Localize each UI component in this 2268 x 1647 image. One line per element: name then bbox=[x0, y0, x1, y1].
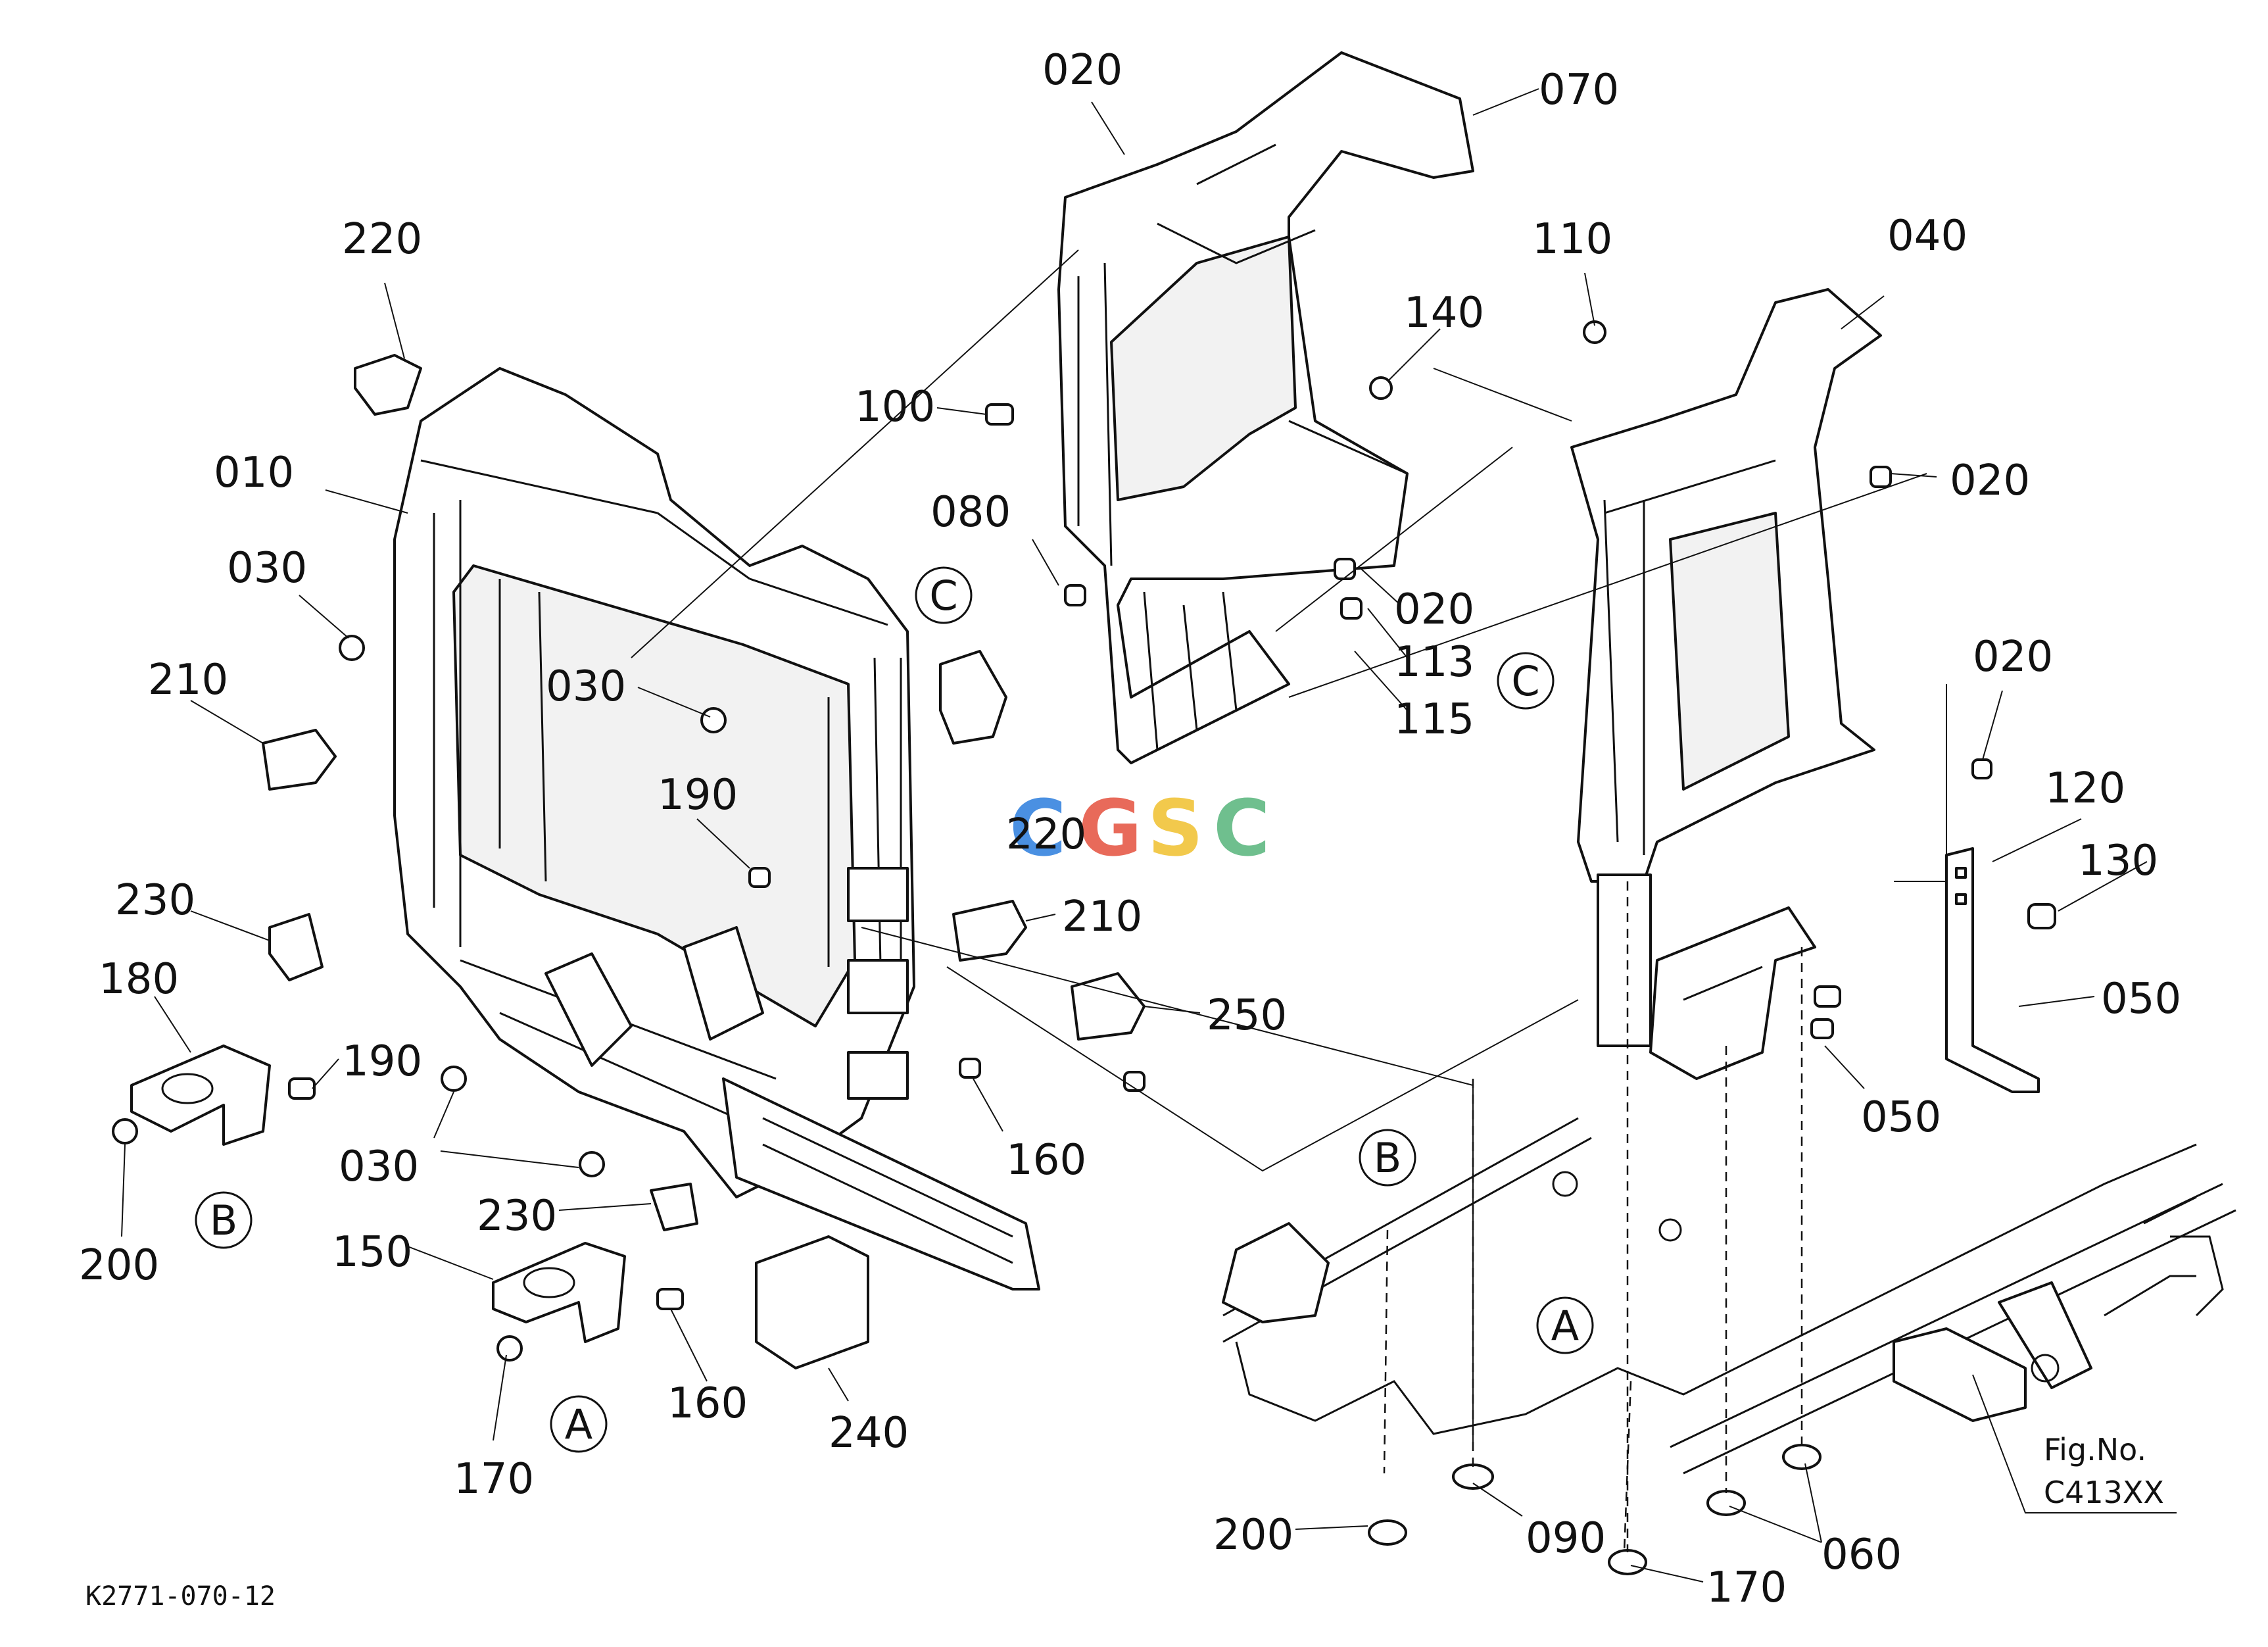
part-070-upper-shroud bbox=[1057, 51, 1474, 764]
part-label-090: 090 bbox=[1526, 1514, 1606, 1563]
part-label-240: 240 bbox=[829, 1409, 909, 1458]
part-labels: 020 070 220 110 040 140 100 010 020 080 … bbox=[79, 46, 2181, 1612]
part-label-220: 220 bbox=[1006, 810, 1086, 859]
part-label-200: 200 bbox=[79, 1241, 159, 1290]
part-label-230: 230 bbox=[477, 1192, 557, 1241]
callout-a-left: A bbox=[550, 1395, 608, 1453]
part-label-210: 210 bbox=[148, 656, 228, 704]
part-label-030: 030 bbox=[339, 1143, 419, 1191]
part-label-170: 170 bbox=[454, 1455, 534, 1504]
part-label-060: 060 bbox=[1822, 1531, 1902, 1579]
callout-c-upper-left: C bbox=[915, 566, 973, 624]
callout-b-letter: B bbox=[210, 1196, 238, 1244]
callout-b-letter: B bbox=[1374, 1134, 1402, 1182]
callout-b-left: B bbox=[195, 1191, 253, 1249]
part-label-130: 130 bbox=[2078, 837, 2158, 885]
callout-c-letter: C bbox=[929, 572, 957, 620]
part-label-120: 120 bbox=[2045, 764, 2125, 813]
watermark-letter: C bbox=[1213, 783, 1270, 873]
part-label-113: 113 bbox=[1394, 638, 1474, 687]
callout-a-letter: A bbox=[1551, 1302, 1579, 1350]
callout-b-frame: B bbox=[1359, 1129, 1416, 1187]
callout-c-right: C bbox=[1497, 652, 1555, 710]
part-label-170: 170 bbox=[1706, 1563, 1787, 1612]
part-label-050: 050 bbox=[2101, 975, 2181, 1023]
part-label-230: 230 bbox=[115, 876, 195, 925]
alignment-lines bbox=[631, 249, 1947, 1553]
figure-number-value: C413XX bbox=[2044, 1475, 2164, 1510]
part-label-020: 020 bbox=[1973, 633, 2053, 681]
part-label-200: 200 bbox=[1213, 1511, 1293, 1560]
chassis-frame bbox=[1222, 1117, 2236, 1475]
part-label-040: 040 bbox=[1887, 212, 1967, 260]
leader-lines bbox=[121, 88, 2148, 1583]
part-040-right-shroud bbox=[1570, 288, 1882, 1047]
part-120-long-bracket bbox=[1945, 847, 2040, 1093]
part-label-190: 190 bbox=[342, 1037, 422, 1086]
figure-number-label: Fig.No. bbox=[2044, 1432, 2146, 1467]
part-label-190: 190 bbox=[658, 771, 738, 820]
part-label-020: 020 bbox=[1042, 46, 1122, 95]
callout-a-frame: A bbox=[1536, 1296, 1594, 1354]
part-label-140: 140 bbox=[1404, 289, 1484, 337]
part-label-010: 010 bbox=[214, 449, 294, 497]
part-label-180: 180 bbox=[99, 955, 179, 1004]
part-label-115: 115 bbox=[1394, 695, 1474, 744]
part-label-250: 250 bbox=[1207, 991, 1287, 1040]
small-parts bbox=[112, 320, 2056, 1575]
watermark-letter: G bbox=[1078, 783, 1142, 873]
watermark-letter: C bbox=[1009, 783, 1067, 873]
part-010-lower-duct bbox=[722, 1077, 1040, 1291]
part-label-020: 020 bbox=[1394, 585, 1474, 634]
figure-number: Fig.No. C413XX bbox=[1972, 1374, 2177, 1513]
part-label-020: 020 bbox=[1950, 456, 2030, 505]
part-label-160: 160 bbox=[1006, 1136, 1086, 1185]
callout-a-letter: A bbox=[565, 1400, 592, 1448]
part-label-080: 080 bbox=[930, 488, 1011, 537]
part-label-030: 030 bbox=[546, 662, 626, 711]
callout-c-letter: C bbox=[1511, 657, 1539, 705]
part-label-070: 070 bbox=[1539, 66, 1619, 114]
drawing-code: K2771-070-12 bbox=[85, 1581, 276, 1611]
part-label-100: 100 bbox=[855, 383, 935, 431]
part-label-050: 050 bbox=[1861, 1093, 1941, 1142]
part-label-160: 160 bbox=[667, 1379, 748, 1428]
part-010-radiator-frame bbox=[393, 367, 915, 1198]
part-side-bracket-box bbox=[1649, 906, 1816, 1080]
watermark-letter: S bbox=[1147, 783, 1203, 873]
part-label-110: 110 bbox=[1532, 215, 1612, 264]
part-label-030: 030 bbox=[227, 544, 307, 593]
watermark: C G S C bbox=[1009, 783, 1270, 873]
part-label-210: 210 bbox=[1062, 893, 1142, 941]
part-label-220: 220 bbox=[342, 215, 422, 264]
callout-circles: C C B B A A bbox=[195, 566, 1594, 1453]
part-label-150: 150 bbox=[332, 1228, 412, 1277]
